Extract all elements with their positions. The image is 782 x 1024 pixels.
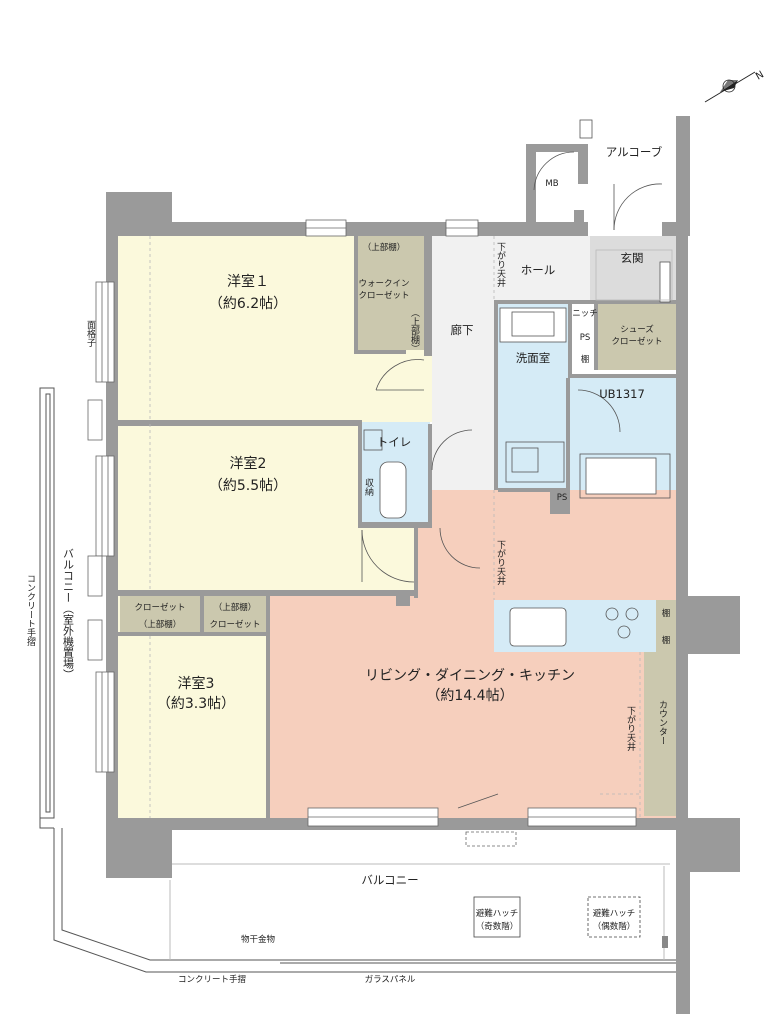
room-fills <box>118 236 676 818</box>
doors <box>361 151 663 809</box>
ldk-name: リビング・ダイニング・キッチン <box>365 668 575 684</box>
room-labels: 洋室１ （約6.2帖） 洋室2 （約5.5帖） 洋室3 （約3.3帖） リビング… <box>134 145 670 745</box>
closet3a-fill <box>120 596 202 634</box>
ldk-size: （約14.4帖） <box>426 688 513 704</box>
corridor-name: 廊下 <box>451 323 474 337</box>
walkin-line1: ウォークイン <box>358 279 409 289</box>
ldk-fill <box>268 490 676 818</box>
hall-fill <box>494 236 590 302</box>
shoes-closet-fill <box>598 304 676 370</box>
shelf-k1-name: 棚 <box>662 608 671 619</box>
balcony-outlines <box>39 387 686 973</box>
shelf-k1-fill <box>656 600 676 626</box>
hatch-even-line1: 避難ハッチ <box>593 908 636 919</box>
washroom-name: 洗面室 <box>516 351 551 365</box>
closet3b-fill <box>204 596 266 634</box>
balcony-side-label: バルコニー（室外機置場） <box>62 548 75 680</box>
western3-size: （約3.3帖） <box>157 696 235 712</box>
alcove-name: アルコーブ <box>606 145 663 159</box>
room-western3-fill <box>118 592 268 818</box>
toilet-storage: 収納 <box>363 477 374 497</box>
western2-size: （約5.5帖） <box>209 478 287 494</box>
hatch-odd-line2: （奇数階） <box>476 921 519 932</box>
laundry-rod-label: 物干金物 <box>241 934 276 945</box>
lowered-ceiling-2: 下がり天井 <box>495 540 506 586</box>
ps-bottom-name: PS <box>557 493 568 503</box>
hall-name: ホール <box>521 263 556 277</box>
closet3b-top: （上部棚） <box>214 602 257 613</box>
compass-north-label: N <box>754 69 766 82</box>
lowered-ceiling-1: 下がり天井 <box>495 242 506 288</box>
compass: N <box>704 69 766 103</box>
windows <box>87 219 637 847</box>
counter-fill <box>644 652 676 816</box>
niche-fill <box>572 304 598 326</box>
concrete-rail-bottom-label: コンクリート手摺 <box>178 974 246 985</box>
lowered-ceiling-3: 下がり天井 <box>625 706 636 752</box>
walkin-top-label: （上部棚） <box>363 242 406 253</box>
shelf-top-name: 棚 <box>581 354 590 365</box>
hatch-odd-line1: 避難ハッチ <box>476 908 519 919</box>
concrete-rail-side-label: コンクリート手摺 <box>25 574 36 647</box>
closet3a-sub: （上部棚） <box>139 619 182 630</box>
shelf-k2-name: 棚 <box>662 635 671 646</box>
entrance-name: 玄関 <box>621 251 644 265</box>
western1-name: 洋室１ <box>227 273 269 290</box>
balcony-bottom-label: バルコニー <box>361 873 418 887</box>
annotations: 下がり天井 下がり天井 下がり天井 面格子 バルコニー（室外機置場） コンクリー… <box>25 242 636 985</box>
evacuation-hatches <box>473 896 641 938</box>
closet3a-name: クローゼット <box>134 602 185 613</box>
walkin-line2: クローゼット <box>358 290 409 301</box>
walkin-closet-fill <box>356 236 426 350</box>
closet3b-name: クローゼット <box>209 619 260 630</box>
glass-panel-label: ガラスパネル <box>365 974 416 985</box>
shoes-line1: シューズ <box>620 324 654 335</box>
western2-name: 洋室2 <box>230 455 267 472</box>
western3-name: 洋室3 <box>178 675 215 692</box>
counter-name: カウンター <box>657 700 668 745</box>
shoes-line2: クローゼット <box>611 336 662 347</box>
window-grille-label: 面格子 <box>85 320 96 347</box>
toilet-name: トイレ <box>377 435 412 449</box>
western1-size: （約6.2帖） <box>209 296 287 312</box>
fixtures <box>363 119 673 647</box>
dashed-hints <box>149 236 641 818</box>
mb-name: MB <box>545 179 558 189</box>
niche-name: ニッチ <box>572 309 598 319</box>
ps-top-name: PS <box>580 333 591 343</box>
hatch-even-line2: （偶数階） <box>593 921 636 932</box>
walkin-side-label: （上部棚） <box>409 308 420 353</box>
bath-name: UB1317 <box>599 387 645 401</box>
corridor-fill <box>432 236 494 490</box>
shelf-k2-fill <box>656 626 676 652</box>
walls <box>106 116 740 1014</box>
